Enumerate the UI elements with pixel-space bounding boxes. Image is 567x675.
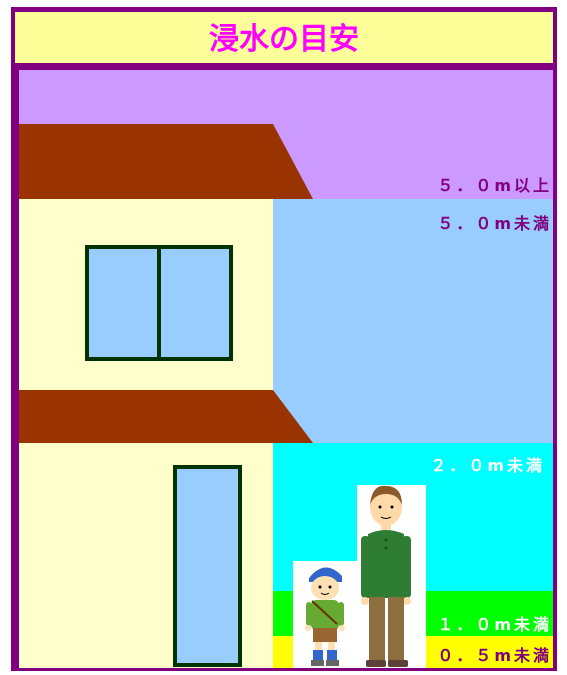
- label-05m: ０．５m未満: [437, 646, 552, 665]
- house: [19, 124, 313, 668]
- page-title: 浸水の目安: [209, 22, 359, 57]
- door: [173, 465, 242, 667]
- title-bar: [15, 12, 553, 63]
- label-2m: ２．０m未満: [430, 456, 545, 475]
- label-5m: ５．０m未満: [437, 214, 552, 233]
- lower-roof: [19, 390, 313, 443]
- child-figure: [293, 561, 357, 668]
- adult-figure: [357, 485, 426, 668]
- label-5m-plus: ５．０m以上: [437, 176, 552, 195]
- label-1m: １．０m未満: [437, 615, 552, 634]
- upper-roof: [19, 124, 313, 199]
